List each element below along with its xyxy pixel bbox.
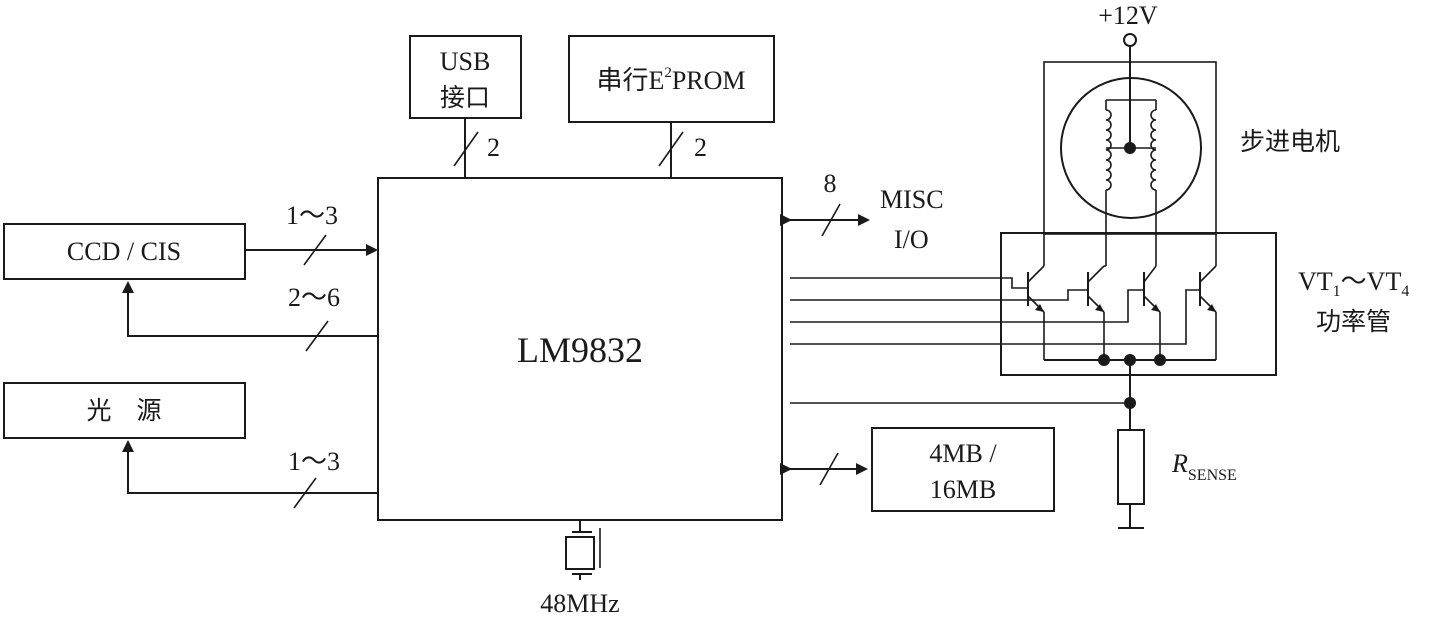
ccd-out-width: 2～6	[288, 283, 340, 312]
eeprom-label: 串行E2PROM	[596, 65, 745, 95]
light-width: 1～3	[288, 447, 340, 476]
ccd-control-arrow	[122, 281, 378, 337]
memory-block: 4MB / 16MB	[780, 427, 1055, 512]
misc-io: 8 MISC I/O	[780, 169, 944, 254]
misc-label: MISC	[880, 185, 944, 214]
drive-lines	[790, 277, 1200, 345]
crystal-label: 48MHz	[540, 589, 619, 618]
light-control-arrow	[122, 440, 378, 494]
crystal-oscillator: 48MHz	[540, 520, 620, 618]
memory-sublabel: 16MB	[930, 475, 996, 504]
power-transistor-block: VT1～VT4 功率管	[1000, 200, 1409, 376]
supply-label: +12V	[1098, 1, 1158, 30]
transistor-vt3	[1143, 265, 1161, 360]
motor-label: 步进电机	[1240, 127, 1340, 156]
transistor-sublabel: 功率管	[1316, 307, 1391, 336]
ccd-cis-block: CCD / CIS 1～3 2～6	[3, 201, 378, 352]
usb-interface-block: USB 接口 2	[409, 35, 522, 178]
usb-bus-width: 2	[487, 133, 500, 162]
lm9832-chip: LM9832	[377, 177, 783, 521]
transistor-vt2	[1087, 265, 1106, 360]
transistor-label: VT1～VT4	[1298, 267, 1409, 300]
usb-label: USB	[440, 47, 491, 76]
eeprom-bus-width: 2	[694, 133, 707, 162]
light-label: 光 源	[86, 396, 161, 425]
transistor-vt4	[1199, 265, 1217, 360]
chip-label: LM9832	[517, 330, 643, 370]
misc-width: 8	[824, 169, 837, 198]
ccd-in-width: 1～3	[286, 201, 338, 230]
sense-resistor: RSENSE	[790, 360, 1237, 529]
usb-sublabel: 接口	[440, 83, 490, 112]
misc-sublabel: I/O	[894, 225, 929, 254]
usb-bus-slash	[453, 131, 479, 167]
resistor-label: RSENSE	[1171, 449, 1237, 484]
power-supply: +12V	[1098, 1, 1158, 147]
stepper-motor: 步进电机	[1043, 61, 1340, 235]
eeprom-bus-slash	[658, 131, 684, 167]
transistor-vt1	[1027, 265, 1045, 360]
light-source-block: 光 源 1～3	[3, 382, 378, 509]
ccd-label: CCD / CIS	[67, 237, 181, 266]
memory-label: 4MB /	[929, 439, 997, 468]
serial-eeprom-block: 串行E2PROM 2	[568, 35, 775, 178]
